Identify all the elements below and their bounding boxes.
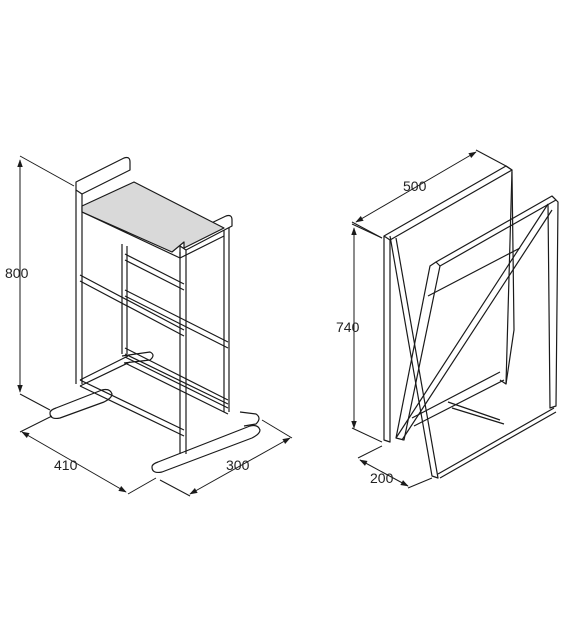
rack-depth-dimension-line: [359, 459, 409, 487]
width-extension-left: [19, 415, 53, 433]
rack-cross-leg: [395, 203, 553, 441]
front-left-foot: [49, 388, 113, 420]
towel-rack-dimensions: [351, 149, 507, 489]
rack-width-extension-right: [475, 149, 507, 167]
rear-frame-right-leg: [547, 195, 559, 409]
depth-dimension-line: [189, 437, 291, 495]
front-right-upright: [179, 243, 187, 454]
front-left-upright: [75, 186, 83, 384]
depth-extension-left: [159, 479, 191, 497]
valet-stand-dimensions: [17, 155, 293, 497]
valet-depth-label: 300: [226, 457, 250, 473]
rear-frame-upper-crossbar: [427, 247, 521, 297]
towel-rack-drawing: [383, 165, 559, 479]
rear-right-upright: [223, 225, 230, 412]
valet-width-label: 410: [54, 457, 78, 473]
valet-height-label: 800: [5, 265, 29, 281]
middle-rail-right: [124, 289, 229, 349]
rack-depth-extension-left: [357, 445, 383, 459]
bottom-bar: [411, 371, 505, 427]
middle-rail-left: [79, 274, 185, 337]
depth-extension-right: [261, 419, 293, 439]
width-extension-right: [127, 477, 157, 495]
foot-bar: [437, 407, 557, 479]
front-frame-diagonal: [389, 235, 439, 479]
bottom-side-rail-left: [79, 355, 131, 387]
rack-width-label: 500: [403, 178, 427, 194]
lower-middle-rail: [124, 347, 229, 405]
back-right-foot: [239, 411, 260, 427]
rack-height-extension-bottom: [351, 427, 383, 443]
bottom-bar-long: [447, 401, 505, 425]
rack-height-extension-top: [351, 223, 383, 239]
bottom-rail-diagonal: [79, 379, 185, 437]
width-dimension-line: [21, 431, 127, 493]
rear-frame-left-leg: [395, 261, 441, 441]
rack-width-dimension-line: [355, 151, 477, 223]
height-extension-top: [19, 155, 75, 187]
rack-depth-label: 200: [370, 470, 394, 486]
front-frame-inner-diagonal: [505, 171, 515, 385]
height-extension-bottom: [19, 393, 51, 411]
rack-depth-extension-right: [407, 477, 433, 489]
front-frame-left-leg: [383, 236, 391, 443]
rack-height-label: 740: [336, 319, 360, 335]
valet-stand-drawing: [49, 156, 261, 474]
shelf-edge: [81, 211, 225, 259]
upper-rail: [124, 253, 185, 291]
bottom-rail-front: [124, 356, 229, 415]
top-cap-left: [75, 156, 131, 195]
